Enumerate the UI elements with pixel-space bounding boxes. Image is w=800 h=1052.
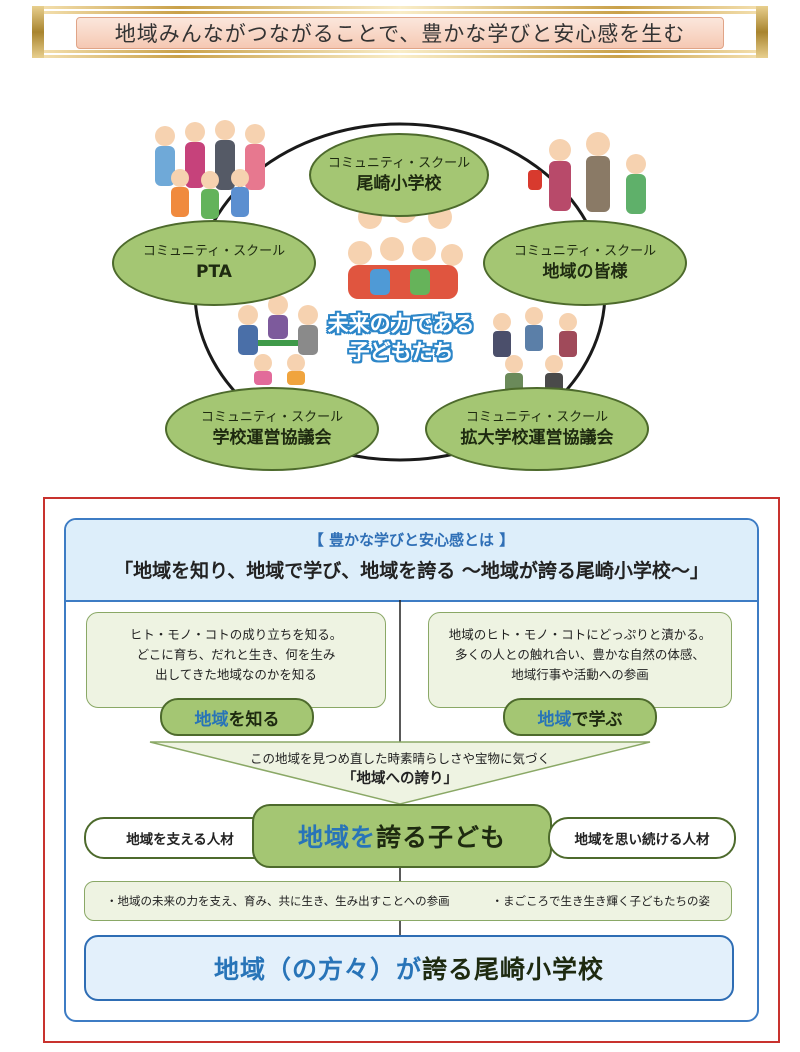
- children-label-line: 子どもたち: [348, 340, 454, 364]
- know-region-label: 地域を知る: [160, 698, 314, 736]
- gold-border: [32, 6, 768, 9]
- node-title: PTA: [196, 262, 232, 282]
- pta-family-illustration: [155, 120, 265, 219]
- learn-region-label: 地域で学ぶ: [503, 698, 657, 736]
- node-title: 学校運営協議会: [212, 428, 332, 448]
- node-subtitle: コミュニティ・スクール: [200, 410, 344, 425]
- list-item: ・まごころで生き生き輝く子どもたちの姿: [491, 894, 711, 908]
- gold-border: [32, 11, 768, 14]
- panel-heading: 「地域を知り、地域で学び、地域を誇る ～地域が誇る尾崎小学校～」: [114, 560, 709, 582]
- list-item: ・地域の未来の力を支え、育み、共に生き、生み出すことへの参画: [105, 894, 450, 908]
- description-line: 地域行事や活動への参画: [511, 667, 649, 682]
- funnel-caption: この地域を見つめ直した時素晴らしさや宝物に気づく: [249, 751, 550, 766]
- outer-frame: [43, 497, 780, 1043]
- funnel-heading: 「地域への誇り」: [342, 771, 458, 787]
- know-region-description: ヒト・モノ・コトの成り立ちを知る。 どこに育ち、だれと生き、何を生み 出してきた…: [86, 612, 386, 708]
- description-line: 多くの人との触れ合い、豊かな自然の体感、: [455, 647, 705, 662]
- node-subtitle: コミュニティ・スクール: [327, 156, 471, 171]
- node-subtitle: コミュニティ・スクール: [465, 410, 609, 425]
- proud-children-label: 地域を誇る子ども: [252, 804, 552, 868]
- node-title: 尾崎小学校: [356, 174, 442, 194]
- node-local-community: コミュニティ・スクール 地域の皆様: [483, 220, 687, 306]
- node-subtitle: コミュニティ・スクール: [142, 244, 286, 259]
- gold-border: [32, 50, 768, 53]
- gold-border: [32, 55, 768, 58]
- node-subtitle: コミュニティ・スクール: [513, 244, 657, 259]
- page-title: 地域みんながつながることで、豊かな学びと安心感を生む: [76, 17, 724, 49]
- outcome-list: ・地域の未来の力を支え、育み、共に生き、生み出すことへの参画 ・まごころで生き生…: [84, 881, 732, 921]
- node-ozaki-school: コミュニティ・スクール 尾崎小学校: [309, 133, 489, 217]
- description-line: 出してきた地域なのかを知る: [155, 667, 317, 682]
- node-school-council: コミュニティ・スクール 学校運営協議会: [165, 387, 379, 471]
- gold-edge: [32, 6, 44, 58]
- node-expanded-council: コミュニティ・スクール 拡大学校運営協議会: [425, 387, 649, 471]
- gold-edge: [756, 6, 768, 58]
- node-pta: コミュニティ・スクール PTA: [112, 220, 316, 306]
- conclusion-banner: 地域（の方々）が誇る尾崎小学校: [84, 935, 734, 1001]
- community-members-illustration: [528, 132, 646, 214]
- node-title: 拡大学校運営協議会: [460, 428, 614, 448]
- description-line: どこに育ち、だれと生き、何を生み: [136, 647, 336, 662]
- description-line: 地域のヒト・モノ・コトにどっぷりと漬かる。: [448, 627, 712, 642]
- supporting-people-label: 地域を支える人材: [84, 817, 276, 859]
- panel-subheading: 【 豊かな学びと安心感とは 】: [308, 531, 515, 549]
- children-label-line: 未来の力である: [327, 312, 475, 336]
- caring-people-label: 地域を思い続ける人材: [548, 817, 736, 859]
- node-title: 地域の皆様: [542, 262, 628, 282]
- children-label: 未来の力である 子どもたち: [326, 310, 476, 366]
- panel-header: 【 豊かな学びと安心感とは 】 「地域を知り、地域で学び、地域を誇る ～地域が誇…: [66, 520, 757, 602]
- council-meeting-illustration: [238, 295, 318, 385]
- title-banner: 地域みんながつながることで、豊かな学びと安心感を生む: [32, 6, 768, 58]
- description-line: ヒト・モノ・コトの成り立ちを知る。: [129, 627, 343, 642]
- learn-region-description: 地域のヒト・モノ・コトにどっぷりと漬かる。 多くの人との触れ合い、豊かな自然の体…: [428, 612, 732, 708]
